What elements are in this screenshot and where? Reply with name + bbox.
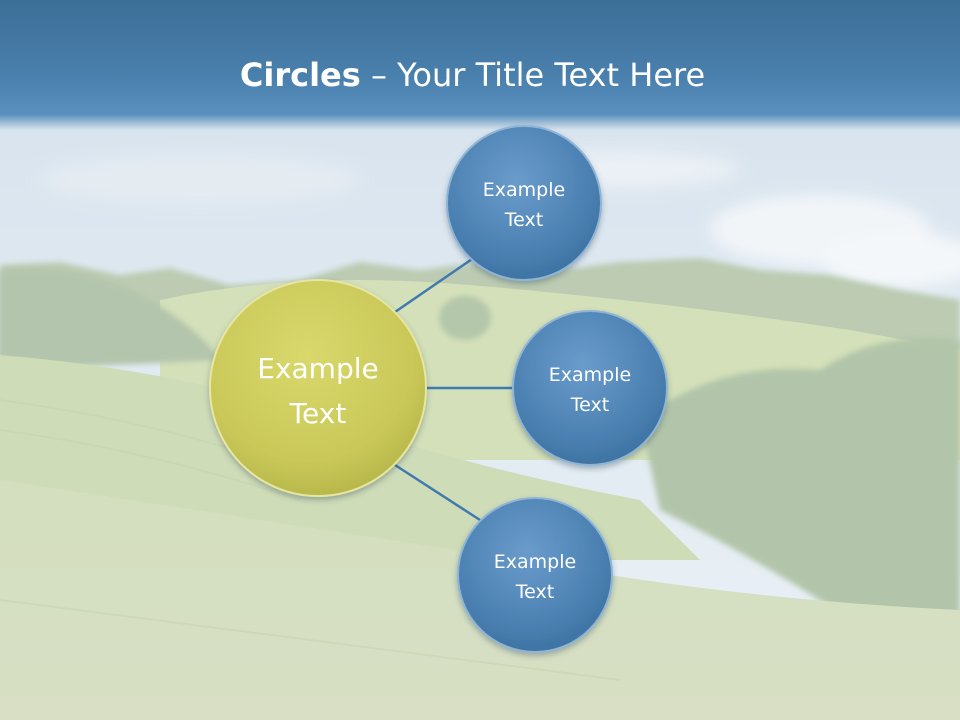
- connector-bottom: [394, 463, 481, 522]
- satellite-circle-top: Example Text: [446, 125, 602, 281]
- center-circle-line2: Text: [289, 397, 347, 430]
- satellite-middle-line2: Text: [570, 394, 609, 416]
- satellite-circle-bottom: Example Text: [457, 497, 613, 653]
- title-bold: Circles: [239, 56, 361, 94]
- satellite-bottom-line1: Example: [494, 551, 576, 573]
- title-rest: – Your Title Text Here: [360, 56, 706, 94]
- header-band: [0, 0, 960, 130]
- satellite-circle-middle: Example Text: [512, 310, 668, 466]
- satellite-bottom-line2: Text: [515, 581, 554, 603]
- satellite-top-line2: Text: [504, 209, 543, 231]
- slide-title: Circles – Your Title Text Here: [0, 55, 945, 95]
- connector-top: [394, 253, 479, 314]
- center-circle-line1: Example: [257, 352, 378, 385]
- satellite-middle-line1: Example: [549, 364, 631, 386]
- center-circle: Example Text: [209, 279, 427, 497]
- satellite-top-line1: Example: [483, 179, 565, 201]
